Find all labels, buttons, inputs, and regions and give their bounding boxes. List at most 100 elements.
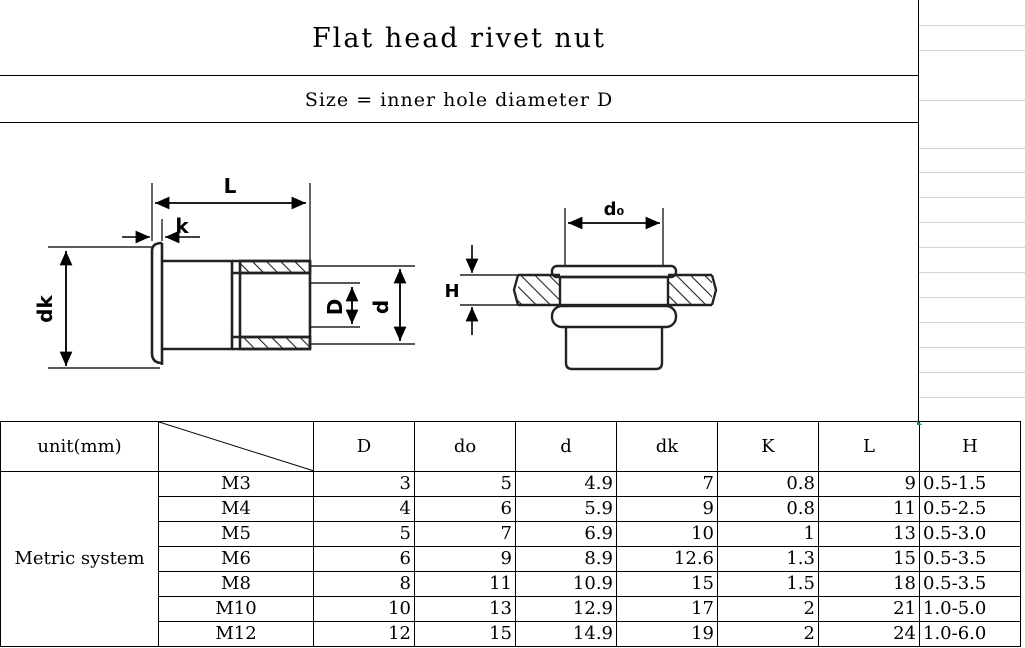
cell-D: 10: [313, 596, 415, 622]
cell-D: 8: [313, 571, 415, 597]
diagonal-header-cell: [158, 421, 314, 472]
cell-D: 5: [313, 521, 415, 547]
cell-dk: 17: [616, 596, 718, 622]
col-header-dk: dk: [616, 421, 718, 472]
cell-do: 9: [414, 546, 516, 572]
cell-dk: 7: [616, 471, 718, 497]
grid-line: [919, 297, 1025, 298]
cell-do: 13: [414, 596, 516, 622]
col-header-do: do: [414, 421, 516, 472]
cell-d: 6.9: [515, 521, 617, 547]
col-header-L: L: [818, 421, 920, 472]
grid-line: [919, 272, 1025, 273]
group-label: Metric system: [0, 471, 159, 647]
page-title: Flat head rivet nut: [311, 22, 607, 54]
rivet-nut-drawing: L k dk D d d₀ H: [0, 123, 918, 421]
cell-do: 6: [414, 496, 516, 522]
cell-L: 9: [818, 471, 920, 497]
cell-H: 1.0-6.0: [919, 621, 1021, 647]
cell-dk: 15: [616, 571, 718, 597]
cell-K: 2: [717, 596, 819, 622]
cell-L: 13: [818, 521, 920, 547]
cell-d: 4.9: [515, 471, 617, 497]
size-cell: M10: [158, 596, 314, 622]
size-cell: M4: [158, 496, 314, 522]
table-row: Metric system M3 3 5 4.9 7 0.8 9 0.5-1.5: [0, 471, 1021, 647]
cell-d: 14.9: [515, 621, 617, 647]
cell-dk: 19: [616, 621, 718, 647]
cell-H: 0.5-3.5: [919, 571, 1021, 597]
size-cell: M8: [158, 571, 314, 597]
cell-D: 6: [313, 546, 415, 572]
col-header-H: H: [919, 421, 1021, 472]
cell-H: 0.5-3.0: [919, 521, 1021, 547]
unit-label: unit(mm): [0, 421, 159, 472]
cell-L: 18: [818, 571, 920, 597]
cell-L: 21: [818, 596, 920, 622]
grid-line: [919, 372, 1025, 373]
table-row: M4 4 6 5.9 9 0.8 11 0.5-2.5: [1, 496, 1021, 522]
table-row: M12 12 15 14.9 19 2 24 1.0-6.0: [1, 621, 1021, 647]
grid-line: [919, 322, 1025, 323]
cell-K: 0.8: [717, 471, 819, 497]
cell-K: 2: [717, 621, 819, 647]
cell-do: 5: [414, 471, 516, 497]
table-header-row: unit(mm) D do d dk K L H: [0, 421, 1021, 472]
grid-line: [919, 222, 1025, 223]
label-d: d: [369, 300, 393, 314]
diagonal-line: [159, 422, 313, 471]
size-cell: M6: [158, 546, 314, 572]
grid-line: [919, 397, 1025, 398]
cell-K: 1: [717, 521, 819, 547]
label-k: k: [175, 214, 189, 238]
cell-L: 24: [818, 621, 920, 647]
size-cell: M12: [158, 621, 314, 647]
label-D: D: [323, 299, 347, 316]
cell-H: 0.5-2.5: [919, 496, 1021, 522]
col-header-D: D: [313, 421, 415, 472]
grid-line: [919, 25, 1025, 26]
cell-d: 8.9: [515, 546, 617, 572]
cell-H: 0.5-1.5: [919, 471, 1021, 497]
col-header-K: K: [717, 421, 819, 472]
cell-H: 1.0-5.0: [919, 596, 1021, 622]
grid-line: [919, 50, 1025, 51]
side-view: [48, 183, 415, 369]
label-L: L: [224, 174, 237, 198]
spec-table: unit(mm) D do d dk K L H Metric system M…: [0, 421, 1021, 647]
cell-K: 1.5: [717, 571, 819, 597]
cell-d: 12.9: [515, 596, 617, 622]
size-cell: M5: [158, 521, 314, 547]
subtitle-divider: [0, 122, 919, 123]
cell-dk: 10: [616, 521, 718, 547]
page-subtitle: Size = inner hole diameter D: [304, 88, 614, 111]
cell-D: 4: [313, 496, 415, 522]
right-border: [918, 0, 919, 421]
cell-D: 3: [313, 471, 415, 497]
cell-dk: 9: [616, 496, 718, 522]
cell-d: 10.9: [515, 571, 617, 597]
label-dk: dk: [33, 294, 57, 322]
grid-line: [919, 172, 1025, 173]
cell-K: 0.8: [717, 496, 819, 522]
size-cell: M3: [158, 471, 314, 497]
cell-d: 5.9: [515, 496, 617, 522]
cell-H: 0.5-3.5: [919, 546, 1021, 572]
grid-line: [919, 347, 1025, 348]
grid-line: [919, 197, 1025, 198]
cell-L: 11: [818, 496, 920, 522]
cell-L: 15: [818, 546, 920, 572]
cell-do: 11: [414, 571, 516, 597]
cell-do: 7: [414, 521, 516, 547]
cell-K: 1.3: [717, 546, 819, 572]
cell-do: 15: [414, 621, 516, 647]
grid-line: [919, 100, 1025, 101]
grid-line: [919, 247, 1025, 248]
cell-dk: 12.6: [616, 546, 718, 572]
title-divider: [0, 75, 919, 76]
installed-view: [460, 208, 718, 371]
col-header-d: d: [515, 421, 617, 472]
grid-line: [919, 148, 1025, 149]
label-H: H: [444, 281, 459, 302]
cell-D: 12: [313, 621, 415, 647]
